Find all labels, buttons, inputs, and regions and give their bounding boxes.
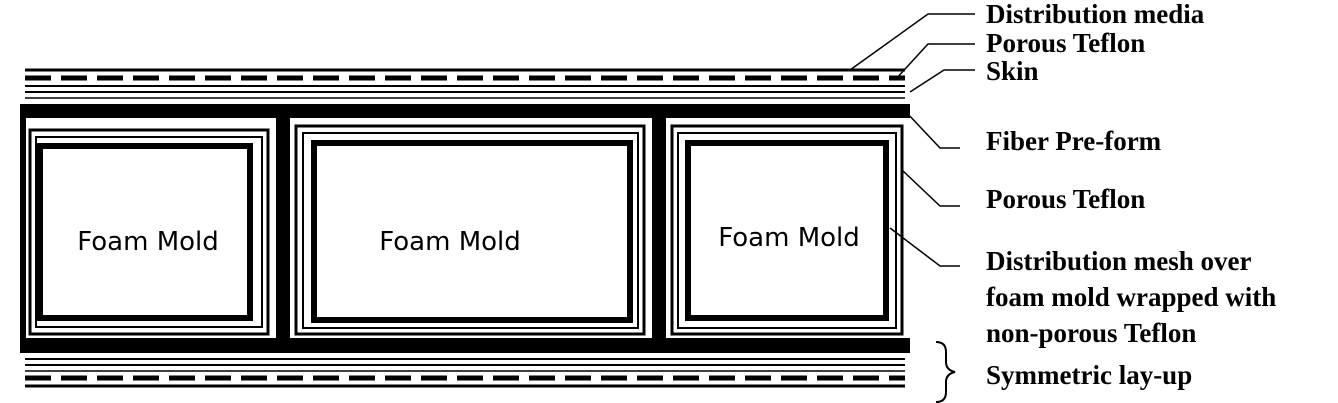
mold-2-label: Foam Mold [379, 227, 521, 257]
foam-mold-3: Foam Mold [670, 124, 904, 336]
foam-mold-2: Foam Mold [294, 124, 646, 336]
web-1 [276, 118, 290, 338]
symmetric-brace [935, 341, 956, 403]
leader-fiber-preform [905, 111, 960, 149]
mold-1-outer-wrap [28, 128, 270, 336]
mold-3-mesh-wrap [677, 132, 897, 329]
web-2 [652, 118, 666, 338]
mold-1-label: Foam Mold [77, 227, 219, 257]
callout-skin: Skin [986, 56, 1039, 86]
bottom-fiber-preform-band [20, 338, 910, 353]
foam-mold-1: Foam Mold [28, 128, 270, 336]
mold-2-mesh-wrap [302, 132, 639, 329]
mold-1-teflon-wrap [37, 143, 253, 321]
callout-mesh-line1: Distribution mesh over [986, 246, 1252, 276]
callout-mesh-line2: foam mold wrapped with [986, 282, 1276, 312]
callout-fiber-preform: Fiber Pre-form [986, 126, 1162, 156]
callouts: Distribution media Porous Teflon Skin Fi… [986, 0, 1276, 390]
mold-3-label: Foam Mold [718, 223, 860, 253]
mold-1-mesh-wrap [35, 136, 263, 328]
bottom-layup [20, 338, 910, 388]
callout-porous-teflon-top: Porous Teflon [986, 28, 1145, 58]
top-layup [20, 68, 910, 118]
callout-mesh-line3: non-porous Teflon [986, 318, 1196, 348]
top-fiber-preform-band [20, 104, 910, 118]
mold-2-teflon-wrap [311, 140, 633, 323]
leader-porous-teflon-top [894, 43, 975, 81]
mold-3-teflon-wrap [685, 140, 889, 321]
leader-distribution-media [849, 13, 975, 71]
mold-3-outer-wrap [670, 124, 904, 336]
mold-2-outer-wrap [294, 124, 646, 336]
leader-porous-teflon-side [901, 169, 960, 207]
callout-porous-teflon-side: Porous Teflon [986, 184, 1145, 214]
callout-symmetric: Symmetric lay-up [986, 360, 1192, 390]
leader-lines [849, 13, 975, 403]
left-edge-web [20, 118, 26, 338]
leader-skin [909, 69, 975, 93]
leader-mesh [889, 227, 960, 267]
callout-distribution-media: Distribution media [986, 0, 1205, 29]
